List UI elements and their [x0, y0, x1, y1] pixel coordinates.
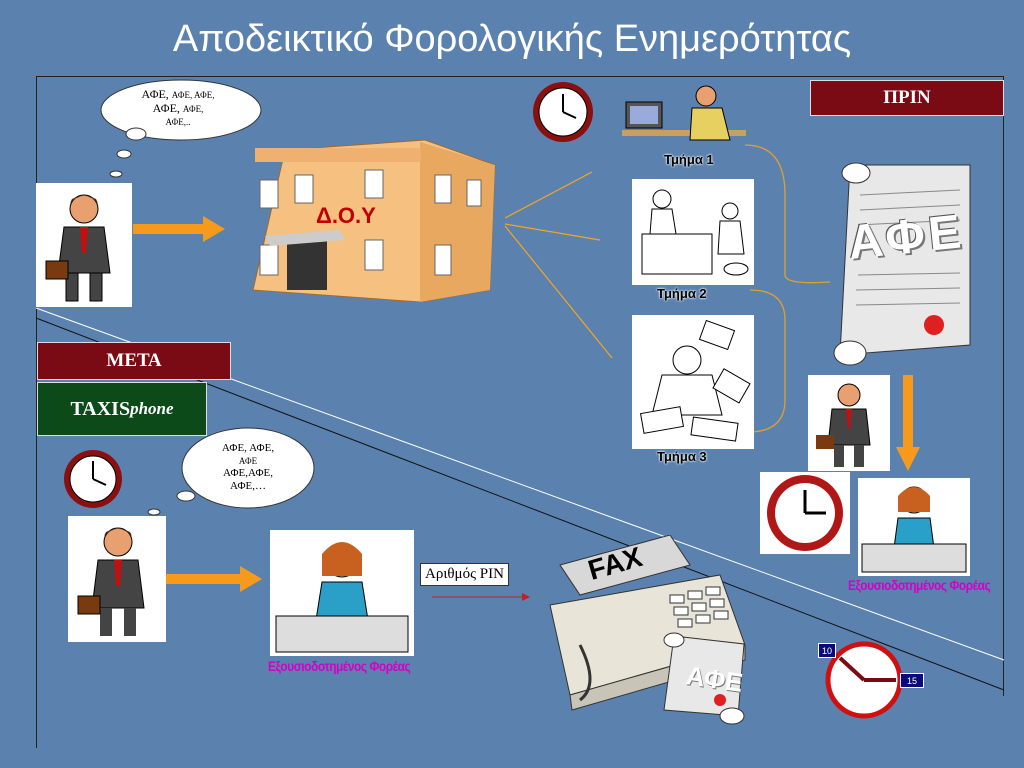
pin-label: Αριθμός PIN	[420, 563, 509, 586]
after-label: ΜΕΤΑ	[37, 342, 231, 380]
woman-clerk-icon-bottom	[270, 530, 414, 656]
businessman-icon-right	[808, 375, 890, 471]
overworked-clerk-icon	[639, 319, 751, 442]
department-2-image	[632, 179, 754, 285]
arrow-to-agency	[166, 566, 262, 592]
clock-icon-top	[533, 82, 593, 142]
frame-top-line	[36, 76, 1004, 77]
meeting-icon	[641, 189, 749, 276]
woman-clerk-icon-right	[858, 478, 970, 576]
businessman-icon-2	[816, 383, 871, 467]
clock-icon-right	[760, 472, 850, 554]
thought-bottom-2: ΑΦΕ	[238, 455, 258, 466]
department-2-label: Τμήμα 2	[657, 286, 707, 301]
tax-office-label: Δ.Ο.Υ	[316, 203, 376, 228]
timer-start-label: 10	[818, 643, 836, 658]
after-label-text: ΜΕΤΑ	[106, 350, 162, 371]
thought-bottom-3: ΑΦΕ,ΑΦΕ,	[222, 467, 273, 480]
thought-top-2: ΑΦΕ, ΑΦΕ,	[171, 90, 215, 100]
phone-text: phone	[130, 399, 174, 418]
thought-top-4: ΑΦΕ,	[182, 103, 204, 114]
scroll-icon-top	[833, 162, 971, 366]
agency-label-right: Εξουσιοδοτημένος Φορέας	[848, 577, 991, 593]
fax-icon	[549, 535, 746, 711]
clock-face-icon	[767, 475, 843, 551]
thought-text-top: ΑΦΕ, ΑΦΕ, ΑΦΕ, ΑΦΕ, ΑΦΕ, ΑΦΕ,..	[118, 87, 238, 128]
page-title: Αποδεικτικό Φορολογικής Ενημερότητας	[172, 18, 852, 60]
thought-bottom-4: ΑΦΕ,…	[229, 479, 266, 492]
taxis-text: TAXIS	[70, 397, 131, 420]
desk-worker-icon-1	[622, 85, 746, 141]
thought-bottom-1: ΑΦΕ, ΑΦΕ,	[221, 442, 275, 454]
clock-icon-bottom	[64, 450, 122, 508]
frame-left-line	[36, 76, 37, 748]
timer-end-label: 15	[900, 673, 924, 688]
scroll-icon-bottom	[663, 632, 745, 725]
building-icon	[252, 139, 496, 302]
woman-clerk-icon-2	[275, 542, 409, 653]
businessman-icon-3	[77, 527, 145, 636]
businessman-icon	[45, 194, 111, 302]
department-1-label: Τμήμα 1	[664, 152, 714, 167]
department-3-image	[632, 315, 754, 449]
agency-label-bottom: Εξουσιοδοτημένος Φορέας	[268, 658, 411, 674]
arrow-to-office	[133, 216, 225, 242]
timer-icon	[825, 641, 903, 719]
thought-cloud-bottom	[147, 427, 315, 516]
frame-right-line	[1003, 76, 1004, 696]
businessman-icon-top	[36, 183, 132, 307]
department-3-label: Τμήμα 3	[657, 449, 707, 464]
arrow-down	[896, 375, 920, 471]
before-label: ΠΡΙΝ	[810, 80, 1004, 116]
thought-text-bottom: ΑΦΕ, ΑΦΕ, ΑΦΕ ΑΦΕ,ΑΦΕ, ΑΦΕ,…	[200, 442, 296, 493]
thought-top-3: ΑΦΕ,	[152, 100, 183, 115]
thought-cloud-top	[100, 79, 262, 178]
thought-top-1: ΑΦΕ,	[141, 87, 172, 101]
thought-top-5: ΑΦΕ,..	[165, 116, 191, 127]
woman-clerk-icon	[861, 486, 967, 573]
businessman-icon-bottom	[68, 516, 166, 642]
